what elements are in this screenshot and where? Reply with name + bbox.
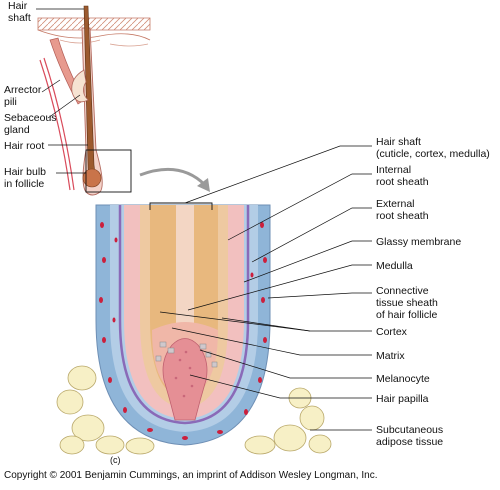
hair-shaft-bracket	[149, 202, 213, 210]
detail-illustration	[56, 145, 372, 455]
adipose-cells	[56, 365, 332, 455]
overview-illustration	[36, 5, 210, 196]
label-hair-shaft-detail: Hair shaft (cuticle, cortex, medulla)	[376, 136, 490, 160]
overview-sebaceous-gland	[71, 69, 89, 103]
label-overview-hair-shaft: Hair shaft	[8, 0, 31, 24]
inset-box	[85, 149, 132, 193]
label-sebaceous-gland: Sebaceous gland	[4, 112, 57, 136]
melanocytes	[155, 341, 218, 368]
red-nuclei	[99, 222, 267, 440]
overview-bulb	[82, 168, 102, 188]
label-hair-root: Hair root	[4, 140, 45, 152]
label-connective-sheath: Connective tissue sheath of hair follicl…	[376, 285, 438, 321]
glassy-membrane	[118, 205, 250, 425]
curved-arrow	[139, 167, 207, 187]
label-hair-papilla: Hair papilla	[376, 393, 429, 405]
label-arrector-pili: Arrector pili	[4, 84, 42, 108]
label-matrix: Matrix	[376, 350, 405, 362]
copyright-line: Copyright © 2001 Benjamin Cummings, an i…	[4, 470, 378, 481]
label-cortex: Cortex	[376, 326, 407, 338]
skin-surface	[37, 17, 151, 31]
medulla-layer	[176, 205, 194, 330]
label-melanocyte: Melanocyte	[376, 373, 430, 385]
label-hair-bulb: Hair bulb in follicle	[4, 166, 47, 190]
hair-papilla	[162, 338, 208, 421]
label-internal-root-sheath: Internal root sheath	[376, 164, 429, 188]
panel-label: (c)	[110, 455, 121, 465]
label-glassy-membrane: Glassy membrane	[376, 236, 462, 248]
label-external-root-sheath: External root sheath	[376, 198, 429, 222]
label-subcutaneous: Subcutaneous adipose tissue	[376, 424, 444, 448]
label-medulla: Medulla	[376, 260, 413, 272]
